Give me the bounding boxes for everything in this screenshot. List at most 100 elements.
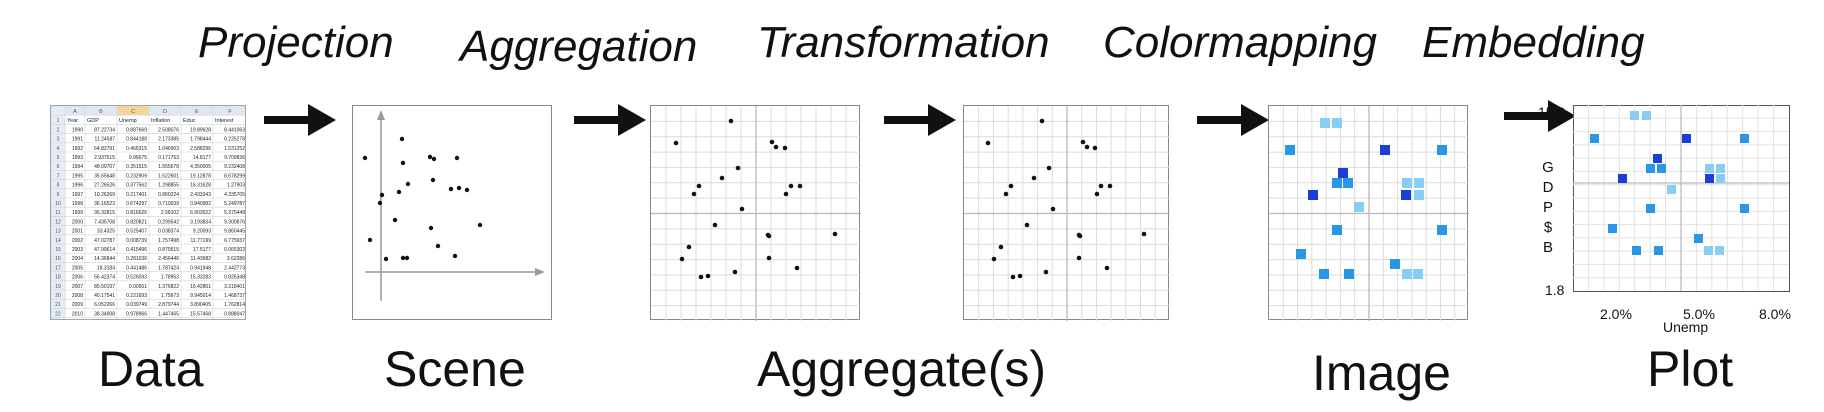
plot-pixel bbox=[1632, 246, 1641, 255]
scene-point bbox=[477, 222, 483, 228]
aggregate-point bbox=[794, 265, 800, 271]
aggregate-point bbox=[985, 140, 991, 146]
sheet-row-number: 10 bbox=[55, 201, 61, 207]
sheet-cell: 16.42801 bbox=[190, 284, 211, 290]
aggregate-point bbox=[735, 165, 741, 171]
aggregate-point bbox=[783, 191, 789, 197]
sheet-cell: 5.375448 bbox=[224, 210, 245, 216]
sheet-cell: 48.09707 bbox=[94, 164, 115, 170]
sheet-cell: 2.588296 bbox=[190, 146, 211, 152]
aggregate-point bbox=[1024, 222, 1030, 228]
aggregate-grid-2 bbox=[964, 106, 1170, 321]
aggregate-point bbox=[739, 206, 745, 212]
sheet-cell: 2007 bbox=[72, 284, 83, 290]
arrow-embedding bbox=[1504, 100, 1576, 132]
scene-point bbox=[377, 200, 383, 206]
sheet-row-number: 5 bbox=[57, 155, 60, 161]
sheet-cell: 2.937515 bbox=[94, 155, 115, 161]
sheet-cell: 1.531252 bbox=[224, 146, 245, 152]
plot-x-label: Unemp bbox=[1663, 319, 1709, 335]
sheet-cell: 0.844188 bbox=[126, 137, 147, 143]
sheet-cell: 1996 bbox=[72, 183, 83, 189]
plot-pixel bbox=[1740, 134, 1749, 143]
scene-point bbox=[454, 155, 460, 161]
sheet-column-letter: D bbox=[163, 109, 167, 115]
scene-point bbox=[392, 217, 398, 223]
image-pixel bbox=[1390, 259, 1400, 269]
sheet-cell: 6.052266 bbox=[94, 302, 115, 308]
aggregate-point bbox=[773, 144, 779, 150]
aggregate-point bbox=[1107, 183, 1113, 189]
image-pixel bbox=[1413, 269, 1423, 279]
sheet-row-number: 20 bbox=[55, 293, 61, 299]
sheet-cell: 2006 bbox=[72, 275, 83, 281]
node-aggregates-label: Aggregate(s) bbox=[757, 341, 1047, 397]
image-pixel bbox=[1319, 269, 1329, 279]
sheet-cell: 36.16523 bbox=[94, 201, 115, 207]
sheet-cell: 18.3184 bbox=[97, 265, 115, 271]
sheet-column-letter: A bbox=[73, 109, 77, 115]
sheet-row-number: 13 bbox=[55, 229, 61, 235]
sheet-cell: 0.96675 bbox=[129, 155, 147, 161]
aggregate-point bbox=[797, 183, 803, 189]
aggregate-point bbox=[782, 145, 788, 151]
sheet-cell: 0.441486 bbox=[126, 265, 147, 271]
plot-pixel bbox=[1705, 174, 1714, 183]
sheet-cell: 0.674297 bbox=[126, 201, 147, 207]
aggregate-point bbox=[1008, 183, 1014, 189]
node-plot-label: Plot bbox=[1647, 341, 1734, 397]
scene-point bbox=[404, 255, 410, 261]
sheet-cell: 11.43982 bbox=[191, 256, 212, 262]
sheet-cell: 47.02787 bbox=[94, 238, 115, 244]
stage-colormapping-label: Colormapping bbox=[1103, 18, 1377, 67]
sheet-cell: 0.217401 bbox=[126, 192, 147, 198]
sheet-cell: 0.038374 bbox=[158, 229, 179, 235]
image-pixel bbox=[1285, 145, 1295, 155]
plot-y-label-char: $ bbox=[1543, 219, 1553, 236]
sheet-cell: 1997 bbox=[72, 192, 83, 198]
plot-pixel bbox=[1740, 204, 1749, 213]
sheet-cell: 1.787424 bbox=[158, 265, 179, 271]
sheet-cell: 1.27903 bbox=[227, 183, 245, 189]
sheet-cell: 5.249787 bbox=[224, 201, 245, 207]
aggregate-point bbox=[1039, 118, 1045, 124]
image-panel bbox=[1268, 105, 1469, 321]
sheet-cell: 9.860445 bbox=[224, 229, 245, 235]
sheet-cell: 0.415496 bbox=[126, 247, 147, 253]
sheet-cell: 2.456446 bbox=[158, 256, 179, 262]
plot-y-label: G D P $ B bbox=[1541, 158, 1555, 258]
image-pixel bbox=[1437, 145, 1447, 155]
plot-pixel bbox=[1716, 174, 1725, 183]
scene-point bbox=[431, 156, 437, 162]
plot-pixel bbox=[1715, 246, 1724, 255]
scene-point bbox=[456, 185, 462, 191]
sheet-column-letter: C bbox=[131, 109, 135, 115]
embedded-plot bbox=[1573, 105, 1790, 292]
sheet-cell: 19.12878 bbox=[190, 173, 211, 179]
aggregate-point bbox=[1050, 206, 1056, 212]
sheet-cell: 2000 bbox=[72, 219, 83, 225]
sheet-cell: 3.62286 bbox=[227, 256, 245, 262]
sheet-cell: 14.8177 bbox=[193, 155, 211, 161]
arrow-transformation bbox=[884, 104, 956, 136]
plot-y-max: 15.0 bbox=[1538, 104, 1566, 120]
sheet-cell: 0.466315 bbox=[126, 146, 147, 152]
sheet-cell: 2.508076 bbox=[158, 127, 179, 133]
sheet-cell: 0.281036 bbox=[126, 256, 147, 262]
sheet-cell: 0.879515 bbox=[158, 247, 179, 253]
aggregate-point bbox=[766, 233, 772, 239]
sheet-row-number: 16 bbox=[55, 256, 61, 262]
sheet-cell: 3.890405 bbox=[190, 302, 211, 308]
sheet-cell: 40.17541 bbox=[94, 293, 115, 299]
sheet-cell: 0.887669 bbox=[126, 127, 147, 133]
aggregate-point bbox=[832, 231, 838, 237]
plot-pixel bbox=[1657, 164, 1666, 173]
sheet-cell: 0.065302 bbox=[224, 247, 245, 253]
sheet-row-number: 17 bbox=[55, 265, 61, 271]
sheet-cell: 0.710039 bbox=[158, 201, 179, 207]
sheet-cell: 0.820821 bbox=[126, 219, 147, 225]
sheet-cell: 2.58102 bbox=[161, 210, 179, 216]
sheet-cell: 2.879744 bbox=[158, 302, 179, 308]
image-pixel bbox=[1402, 269, 1412, 279]
